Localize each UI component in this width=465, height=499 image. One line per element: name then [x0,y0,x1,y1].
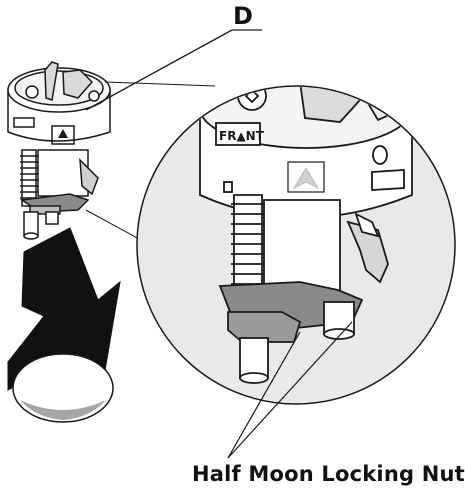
callout-d-leader [85,29,233,111]
floor-hole [12,353,114,423]
magnified-view [136,85,456,405]
small-part-illustration [7,61,111,240]
floor-hole-shading [20,400,106,420]
callout-letter-d: D [233,2,253,30]
magnifier-connector-top [104,81,216,87]
front-label-text: FR▲NT [219,129,265,143]
half-moon-locking-nuts-caption: Half Moon Locking Nuts [192,462,465,486]
nuts-leader-left [227,331,301,459]
front-label-box [215,122,261,146]
nuts-leader-right [227,321,353,459]
